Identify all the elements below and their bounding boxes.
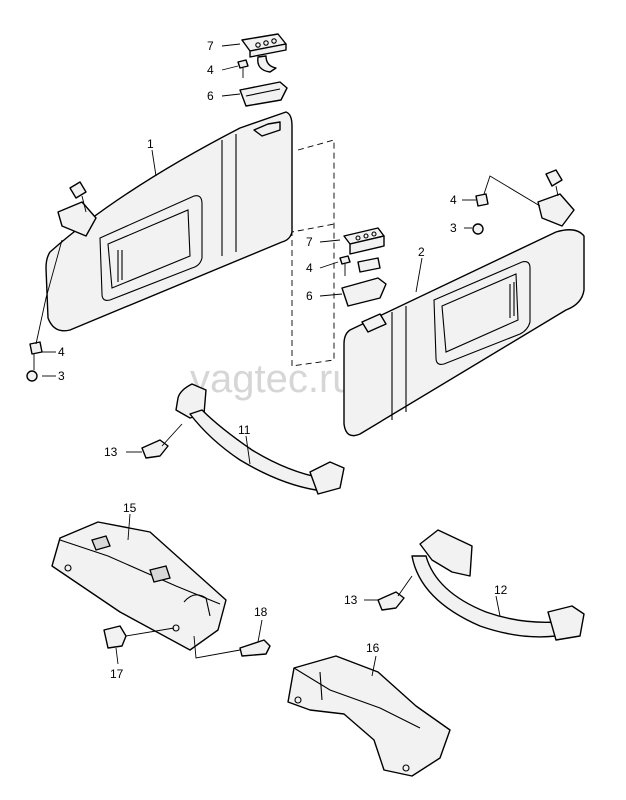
visor-1-notch — [253, 121, 281, 137]
callout-16: 16 — [366, 641, 380, 655]
grab-handle-11 — [175, 383, 345, 495]
clip-assembly-middle — [339, 227, 387, 307]
visor-1-hinge — [57, 201, 97, 237]
bracket-16-body — [287, 655, 451, 777]
visor-1-pivot — [69, 181, 87, 199]
callout-13-lower: 13 — [344, 593, 358, 607]
callout-2: 2 — [418, 245, 425, 259]
clip-17 — [103, 625, 127, 649]
callout-17: 17 — [110, 667, 124, 681]
screw-13-lower — [377, 591, 405, 611]
watermark: vagtec.ru — [190, 357, 355, 401]
screw-13-upper — [141, 439, 169, 459]
handle-12-grip — [411, 555, 557, 638]
handle-11-grip — [189, 409, 323, 491]
callout-3-right: 3 — [450, 221, 457, 235]
visor-1-mirror — [99, 195, 203, 301]
callout-4-top: 4 — [207, 63, 214, 77]
callout-15: 15 — [123, 501, 137, 515]
cover-6-middle — [341, 277, 387, 307]
visor-2-body — [343, 229, 585, 437]
grab-handle-12 — [411, 529, 585, 641]
nut-3-left — [26, 370, 38, 382]
callout-7-middle: 7 — [306, 235, 313, 249]
callout-7-top: 7 — [207, 39, 214, 53]
handle-11-right-mount — [309, 461, 345, 495]
clip-7-middle-side — [349, 235, 385, 255]
screw-4-middle — [339, 255, 351, 265]
bracket-15 — [51, 521, 227, 651]
visor-2-mirror — [433, 261, 531, 365]
handle-12-right-mount — [547, 605, 585, 641]
sun-visor-1 — [45, 111, 293, 332]
screw-18 — [239, 639, 271, 657]
visor-2-pivot — [545, 169, 563, 187]
callout-3-left: 3 — [58, 369, 65, 383]
screw-4-right — [475, 193, 489, 207]
nut-3-right — [472, 223, 484, 235]
cover-6-top — [239, 81, 288, 107]
visor-2-hinge — [537, 193, 575, 227]
sun-visor-2 — [343, 169, 585, 437]
bracket-15-body — [51, 521, 227, 651]
callout-1: 1 — [147, 137, 154, 151]
callout-11: 11 — [238, 423, 251, 437]
visor-2-notch — [361, 313, 387, 333]
bracket-16 — [287, 655, 451, 777]
screw-4-top — [237, 59, 249, 69]
clip-7-side — [249, 43, 287, 58]
callout-4-right: 4 — [450, 193, 457, 207]
callout-6-top: 6 — [207, 89, 214, 103]
callout-13-upper: 13 — [104, 445, 118, 459]
callout-6-middle: 6 — [306, 289, 313, 303]
callout-4-left: 4 — [58, 345, 65, 359]
callout-18: 18 — [254, 605, 268, 619]
callout-4-middle: 4 — [306, 261, 313, 275]
clip-7-hook — [257, 55, 277, 73]
clip-assembly-top — [237, 33, 288, 107]
handle-12-left-mount — [419, 529, 473, 577]
callout-12: 12 — [494, 583, 508, 597]
